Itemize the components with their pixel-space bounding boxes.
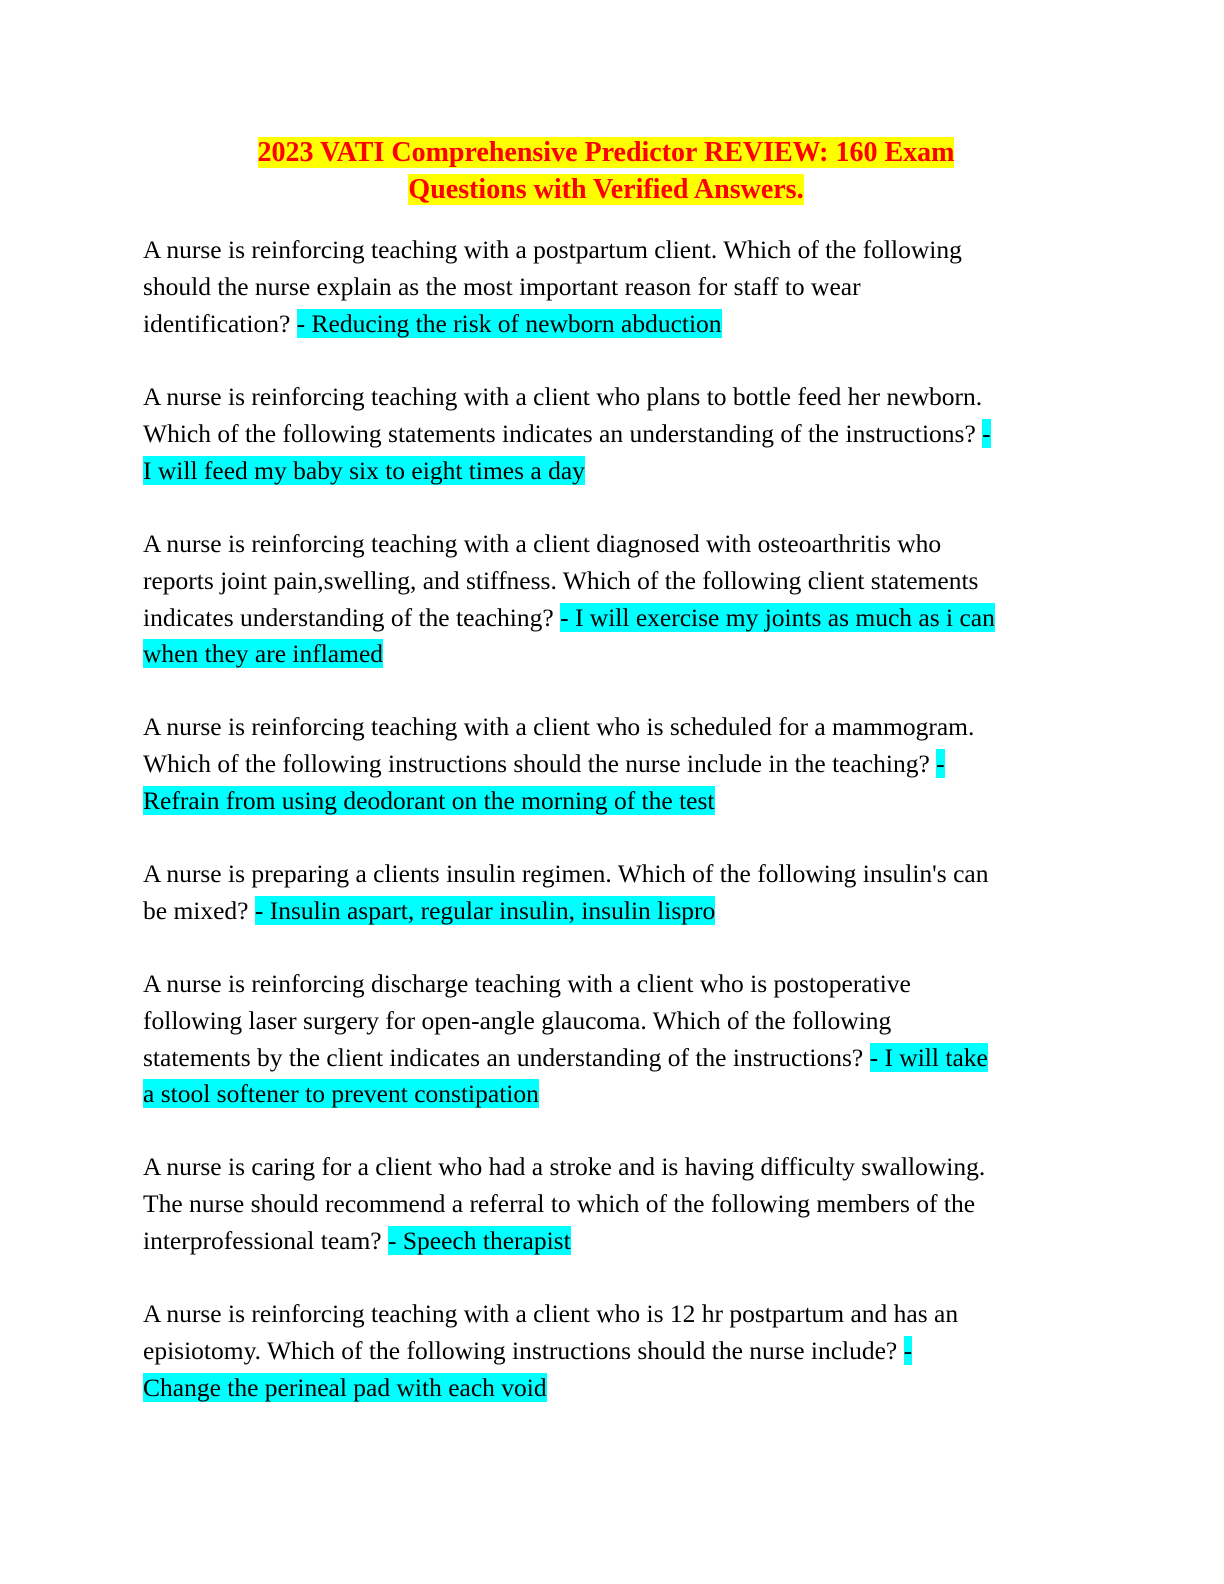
answer-highlight: - <box>982 418 991 448</box>
title-line-1: 2023 VATI Comprehensive Predictor REVIEW… <box>257 137 955 168</box>
answer-highlight: when they are inflamed <box>143 639 384 669</box>
answer-highlight: I will feed my baby six to eight times a… <box>143 455 585 485</box>
question-text: episiotomy. Which of the following instr… <box>143 1335 898 1365</box>
question-text: A nurse is reinforcing teaching with a c… <box>143 1299 959 1328</box>
answer-highlight: - I will take <box>869 1042 988 1072</box>
answer-highlight: - Speech therapist <box>388 1225 571 1255</box>
question-text: be mixed? <box>143 895 249 925</box>
question-text: A nurse is reinforcing teaching with a p… <box>143 235 962 264</box>
question-item: A nurse is caring for a client who had a… <box>143 1149 1083 1259</box>
answer-highlight: - Insulin aspart, regular insulin, insul… <box>254 895 716 925</box>
question-text: The nurse should recommend a referral to… <box>143 1188 976 1218</box>
question-text: should the nurse explain as the most imp… <box>143 271 861 301</box>
question-text: statements by the client indicates an un… <box>143 1042 864 1072</box>
question-text: A nurse is reinforcing teaching with a c… <box>143 712 975 741</box>
answer-highlight: - <box>936 748 945 778</box>
answer-highlight: Change the perineal pad with each void <box>143 1372 547 1402</box>
question-text: Which of the following statements indica… <box>143 418 976 448</box>
question-item: A nurse is reinforcing teaching with a c… <box>143 1296 1083 1406</box>
answer-highlight: a stool softener to prevent constipation <box>143 1079 539 1109</box>
answer-highlight: - <box>903 1335 913 1365</box>
question-item: A nurse is reinforcing teaching with a c… <box>143 379 1083 489</box>
question-text: A nurse is reinforcing teaching with a c… <box>143 529 942 558</box>
question-item: A nurse is reinforcing teaching with a p… <box>143 232 1083 342</box>
question-text: A nurse is reinforcing discharge teachin… <box>143 969 911 998</box>
question-item: A nurse is reinforcing teaching with a c… <box>143 526 1083 673</box>
answer-highlight: - I will exercise my joints as much as i… <box>560 602 995 632</box>
question-text: Which of the following instructions shou… <box>143 748 930 778</box>
question-item: A nurse is reinforcing discharge teachin… <box>143 966 1083 1113</box>
question-text: A nurse is caring for a client who had a… <box>143 1152 986 1181</box>
question-item: A nurse is reinforcing teaching with a c… <box>143 709 1083 819</box>
question-item: A nurse is preparing a clients insulin r… <box>143 856 1083 930</box>
answer-highlight: Refrain from using deodorant on the morn… <box>143 785 715 815</box>
question-text: interprofessional team? <box>143 1225 382 1255</box>
answer-highlight: - Reducing the risk of newborn abduction <box>296 308 722 338</box>
question-text: identification? <box>143 308 291 338</box>
question-text: following laser surgery for open-angle g… <box>143 1005 892 1035</box>
title-line-2: Questions with Verified Answers. <box>408 174 804 205</box>
question-text: reports joint pain,swelling, and stiffne… <box>143 565 979 595</box>
document-title: 2023 VATI Comprehensive Predictor REVIEW… <box>143 134 1069 208</box>
question-text: A nurse is reinforcing teaching with a c… <box>143 382 983 411</box>
question-text: A nurse is preparing a clients insulin r… <box>143 859 989 888</box>
question-text: indicates understanding of the teaching? <box>143 602 554 632</box>
